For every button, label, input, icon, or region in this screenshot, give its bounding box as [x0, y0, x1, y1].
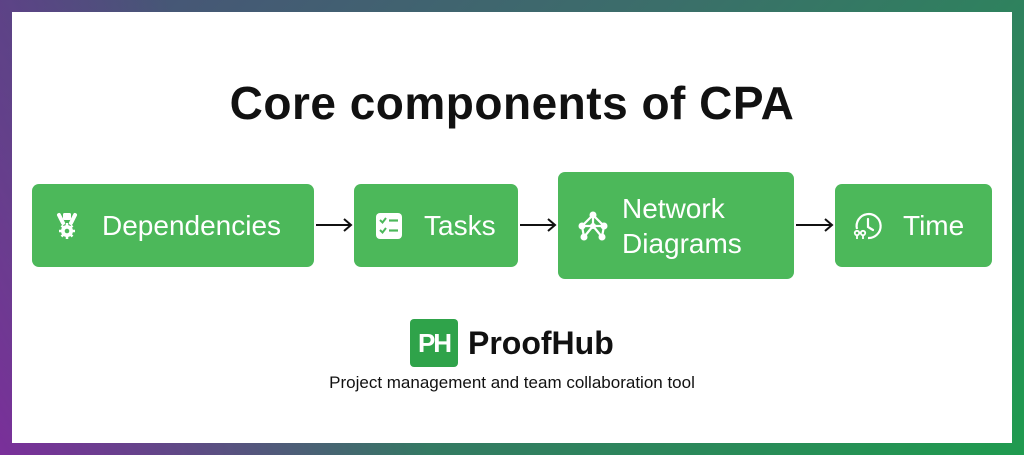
node-label: Network Diagrams: [622, 192, 742, 259]
flow-arrow: [796, 218, 834, 232]
brand-tagline: Project management and team collaboratio…: [329, 373, 695, 392]
proofhub-logo: PH: [410, 319, 458, 367]
diagram-title: Core components of CPA: [229, 77, 795, 129]
node-label: Dependencies: [102, 210, 282, 241]
brand-name: ProofHub: [468, 324, 614, 361]
node-network-diagrams: Network Diagrams: [558, 172, 794, 279]
node-label: Tasks: [424, 210, 496, 241]
node-label: Time: [903, 210, 965, 241]
flow-arrow: [316, 218, 353, 232]
dependencies-gear-icon: [50, 209, 84, 243]
task-checklist-icon: [372, 209, 406, 243]
node-time: Time: [835, 184, 992, 267]
flow-arrow: [520, 218, 557, 232]
diagram-card: Core components of CPA: [12, 12, 1012, 443]
clock-time-icon: [851, 209, 885, 243]
proofhub-brand: PH ProofHub: [410, 319, 614, 367]
node-tasks: Tasks: [354, 184, 518, 267]
network-diagram-icon: [576, 209, 610, 243]
node-dependencies: Dependencies: [32, 184, 314, 267]
